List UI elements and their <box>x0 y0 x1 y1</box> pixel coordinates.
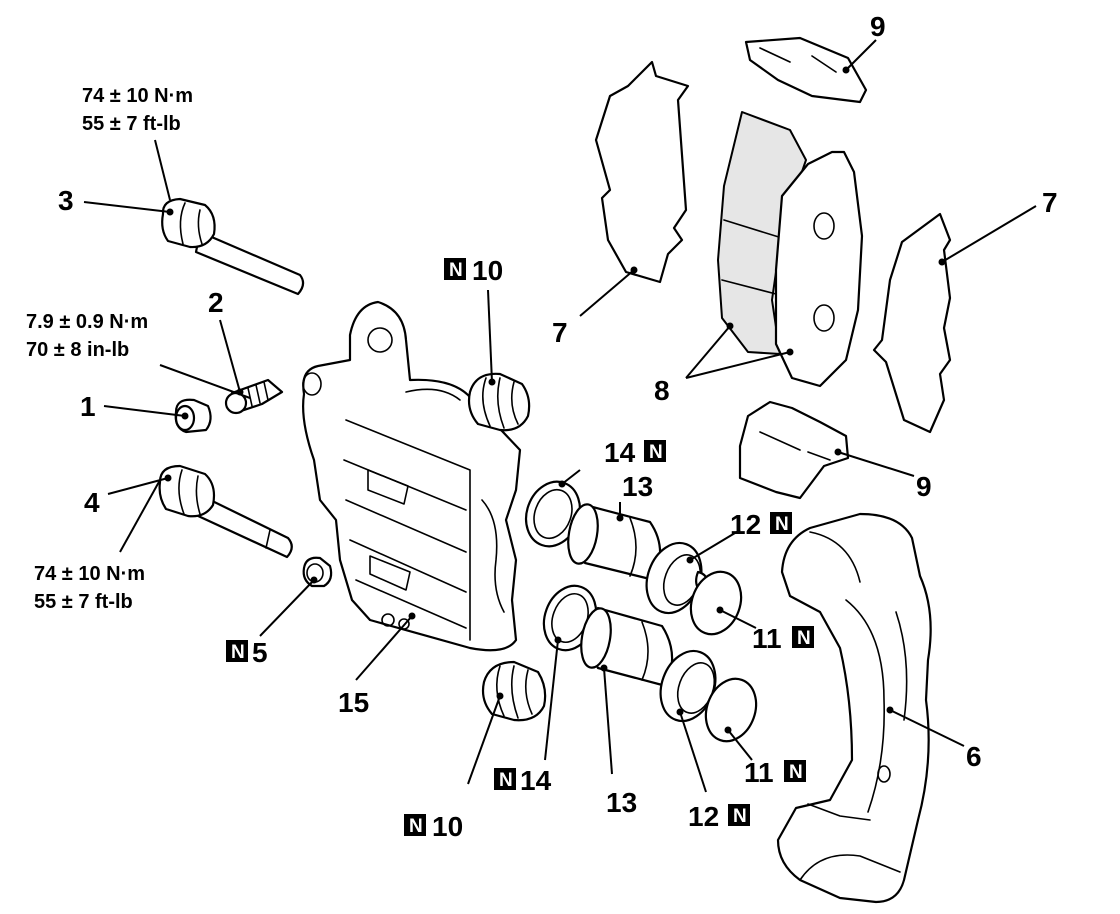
torque-spec-imperial: 55 ± 7 ft-lb <box>34 591 133 613</box>
new-part-badge <box>444 258 466 280</box>
callout-number: 12 <box>688 801 719 832</box>
new-part-badge-label: N <box>797 628 811 649</box>
callout-3: 3 <box>58 185 74 216</box>
callout-12-upper: 12 N <box>730 509 792 540</box>
callout-number: 10 <box>432 811 463 842</box>
callout-10-upper: N 10 <box>444 255 503 286</box>
pad-clip-upper <box>744 36 868 104</box>
new-part-badge-label: N <box>449 260 463 281</box>
torque-spec-imperial: 55 ± 7 ft-lb <box>82 113 181 135</box>
new-part-badge <box>404 814 426 836</box>
callout-13-lower: 13 <box>606 787 637 818</box>
new-part-badge <box>784 760 806 782</box>
torque-spec-metric: 74 ± 10 N·m <box>34 563 145 585</box>
new-part-badge-label: N <box>649 442 663 463</box>
dust-boot-upper <box>467 372 531 432</box>
callout-13-upper: 13 <box>622 471 653 502</box>
piston-lower <box>580 606 674 688</box>
callout-12-lower: 12 N <box>688 801 750 832</box>
new-part-badge-label: N <box>499 770 513 791</box>
callout-number: 5 <box>252 637 268 668</box>
boot-ring-lower <box>704 677 758 743</box>
new-part-badge <box>644 440 666 462</box>
callout-number: 14 <box>520 765 552 796</box>
callout-number: 11 <box>752 623 782 654</box>
new-part-badge <box>728 804 750 826</box>
bleeder-cap <box>174 398 212 434</box>
leader-lines <box>83 39 1037 793</box>
callout-number: 12 <box>730 509 761 540</box>
leader-dots <box>164 66 946 734</box>
callout-8: 8 <box>654 375 670 406</box>
callout-6: 6 <box>966 741 982 772</box>
callout-7-right: 7 <box>1042 187 1058 218</box>
guide-pin-upper <box>161 197 305 296</box>
caliper-body <box>302 300 522 652</box>
callout-11-lower: 11 N <box>744 757 806 788</box>
piston-upper <box>567 503 662 582</box>
callout-14-lower: N 14 <box>494 765 552 796</box>
callout-number: 14 <box>604 437 636 468</box>
new-part-badge-label: N <box>231 642 245 663</box>
bleeder-screw <box>224 378 284 415</box>
new-part-badge <box>792 626 814 648</box>
new-part-badge-label: N <box>409 816 423 837</box>
new-part-badge-label: N <box>733 806 747 827</box>
dust-boot-lower <box>481 660 547 722</box>
boot-ring-upper <box>689 570 743 636</box>
new-part-badge <box>494 768 516 790</box>
callout-9-upper: 9 <box>870 11 886 42</box>
caliper-support <box>776 512 932 904</box>
callout-1: 1 <box>80 391 96 422</box>
pad-shim-left <box>594 60 690 284</box>
callout-14-upper: 14 N <box>604 437 666 468</box>
pad-clip-lower <box>738 400 850 500</box>
torque-spec-guide-pin: 74 ± 10 N·m 55 ± 7 ft-lb <box>82 85 193 135</box>
brake-pad-inner <box>774 150 864 388</box>
new-part-badge-label: N <box>775 514 789 535</box>
pad-shim-right <box>872 212 952 434</box>
callout-11-upper: 11 N <box>752 623 814 654</box>
new-part-badge-label: N <box>789 762 803 783</box>
new-part-badge <box>226 640 248 662</box>
torque-spec-metric: 7.9 ± 0.9 N·m <box>26 311 148 333</box>
callout-2: 2 <box>208 287 224 318</box>
callout-5: N 5 <box>226 637 268 668</box>
callout-7-left: 7 <box>552 317 568 348</box>
callout-4: 4 <box>84 487 100 518</box>
torque-spec-metric: 74 ± 10 N·m <box>82 85 193 107</box>
callout-9-lower: 9 <box>916 471 932 502</box>
new-part-badge <box>770 512 792 534</box>
callout-15: 15 <box>338 687 369 718</box>
callout-number: 10 <box>472 255 503 286</box>
callout-10-lower: N 10 <box>404 811 463 842</box>
torque-spec-lock-pin: 74 ± 10 N·m 55 ± 7 ft-lb <box>34 563 145 613</box>
torque-spec-imperial: 70 ± 8 in-lb <box>26 339 129 361</box>
torque-spec-bleeder: 7.9 ± 0.9 N·m 70 ± 8 in-lb <box>26 311 148 361</box>
pin-bushing <box>302 556 333 588</box>
callout-number: 11 <box>744 757 774 788</box>
lock-pin-lower <box>158 464 293 559</box>
